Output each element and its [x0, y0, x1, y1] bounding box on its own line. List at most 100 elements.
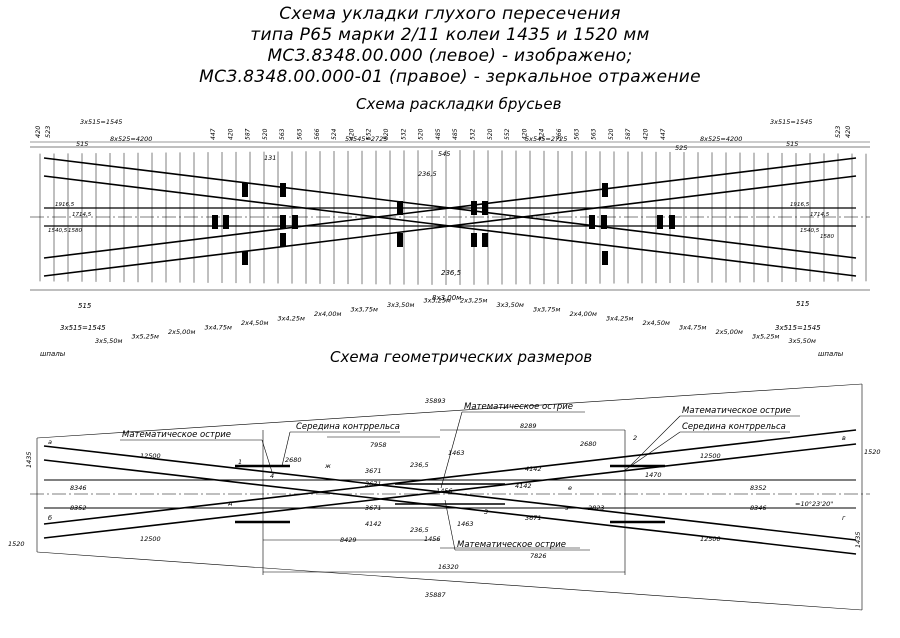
- title-line-2: типа Р65 марки 2/11 колеи 1435 и 1520 мм: [250, 25, 650, 45]
- point-letter-z: з: [565, 504, 569, 512]
- top-dimension-number: 520: [608, 128, 615, 140]
- math-tip-top-center-label: Математическое острие: [464, 402, 573, 412]
- dim-236-5-top: 236,5: [410, 461, 429, 469]
- dim-4142-c: 4142: [365, 520, 382, 528]
- node-number-4: 4: [270, 472, 274, 480]
- top-dimension-number: 420: [348, 128, 355, 140]
- beam-group-label: 3x4,25м: [278, 314, 305, 322]
- guard-mid-right-label: Середина контррельса: [682, 422, 786, 432]
- layout-sleepers-right-label: шпалы: [818, 350, 844, 358]
- top-dimension-number: 587: [625, 128, 632, 140]
- layout-v420-left: 420: [34, 126, 42, 138]
- fastening-block: [223, 215, 229, 229]
- fastening-block: [471, 201, 477, 215]
- guard-mid-left-label: Середина контррельса: [296, 422, 400, 432]
- geometry-rails: [43, 429, 857, 555]
- fastening-block: [280, 215, 286, 229]
- top-dimension-number: 587: [245, 128, 252, 140]
- layout-v525: 525: [675, 144, 687, 152]
- beam-group-label: 3x3,50м: [387, 301, 414, 309]
- layout-sleepers-left-label: шпалы: [40, 350, 66, 358]
- fastening-block: [242, 251, 248, 265]
- top-dimension-number: 563: [573, 128, 580, 140]
- dim-12500-bl: 12500: [140, 535, 161, 543]
- beam-group-label: 3x4,75м: [205, 323, 232, 331]
- math-tip-left-label: Математическое острие: [122, 430, 231, 440]
- layout-center-right-dim: 5x545=2725: [525, 135, 567, 143]
- layout-side-right-4: 1580: [820, 234, 834, 240]
- fastening-block: [397, 201, 403, 215]
- dim-1456-b: 1456: [424, 535, 441, 543]
- layout-v523-left: 523: [44, 126, 52, 138]
- dim-8346-right: 8346: [750, 504, 767, 512]
- dim-3671-b: 3671: [365, 480, 382, 488]
- dim-1470: 1470: [645, 471, 662, 479]
- fastening-block: [589, 215, 595, 229]
- top-dimension-number: 563: [279, 128, 286, 140]
- beam-group-label: 3x4,25м: [606, 314, 633, 322]
- layout-bottom-left-sleepers: 3x515=1545: [60, 324, 106, 332]
- dim-12500-br: 12500: [700, 535, 721, 543]
- layout-bottom-texts: 236,5 8x3,00м 515 515 3x515=1545 3x515=1…: [40, 269, 844, 358]
- layout-v515-right: 515: [786, 140, 798, 148]
- beam-group-label: 3x5,25м: [752, 332, 779, 340]
- layout-v545: 545: [438, 150, 450, 158]
- point-letter-v: в: [842, 434, 846, 442]
- top-dimension-number: 566: [314, 128, 321, 140]
- layout-blocks: [212, 183, 675, 265]
- top-dimension-number: 552: [504, 128, 511, 140]
- dim-1520-left: 1520: [8, 540, 25, 548]
- node-number-3: 3: [484, 508, 488, 516]
- dim-16320: 16320: [438, 563, 459, 571]
- top-dimension-number: 520: [262, 128, 269, 140]
- beam-group-label: 2x3,25м: [460, 296, 487, 304]
- layout-side-left-1: 1916,5: [55, 202, 75, 208]
- geometry-scheme-title: Схема геометрических размеров: [330, 348, 593, 366]
- dim-7826: 7826: [530, 552, 547, 560]
- point-letter-a: a: [48, 438, 52, 446]
- geometry-overall-dims: [36, 383, 863, 611]
- geometry-point-letters: a б в г д e ж з 1 2 3 4: [48, 434, 846, 522]
- dim-overall-top: 35893: [425, 397, 446, 405]
- layout-rails: [43, 157, 857, 277]
- math-tip-right-label: Математическое острие: [682, 406, 791, 416]
- layout-scheme-title: Схема раскладки брусьев: [356, 95, 562, 113]
- title-line-1: Схема укладки глухого пересечения: [279, 4, 621, 24]
- point-letter-g: г: [842, 514, 846, 522]
- fastening-block: [280, 233, 286, 247]
- beam-group-label: 3x5,50м: [789, 337, 816, 345]
- top-dimension-number: 520: [383, 128, 390, 140]
- layout-beam-labels: 3x5,50м3x5,25м2x5,00м3x4,75м2x4,50м3x4,2…: [95, 296, 816, 345]
- dim-12500-tr: 12500: [700, 452, 721, 460]
- dim-8352-left: 8352: [70, 504, 87, 512]
- beam-group-label: 2x5,00м: [168, 328, 195, 336]
- fastening-block: [602, 251, 608, 265]
- beam-group-label: 3x3,25м: [424, 296, 451, 304]
- layout-center-left-dim: 5x545=2725: [345, 135, 387, 143]
- fastening-block: [482, 233, 488, 247]
- fastening-block: [242, 183, 248, 197]
- top-dimension-number: 485: [435, 128, 442, 140]
- geometry-scheme: Математическое острие Середина контррель…: [8, 383, 881, 611]
- layout-scheme: 3x515=1545 3x515=1545 8x525=4200 8x525=4…: [30, 118, 870, 358]
- layout-center-gap-dim: 236,5: [418, 170, 437, 178]
- dim-4142-b: 4142: [515, 482, 532, 490]
- layout-top-texts: 3x515=1545 3x515=1545 8x525=4200 8x525=4…: [34, 118, 852, 178]
- layout-side-left-2: 1714,5: [72, 212, 92, 218]
- top-dimension-number: 447: [660, 128, 667, 140]
- point-letter-zh: ж: [324, 462, 331, 470]
- layout-side-right-3: 1540,5: [800, 228, 820, 234]
- dim-8346-left: 8346: [70, 484, 87, 492]
- layout-bottom-v515-right: 515: [796, 300, 810, 308]
- fastening-block: [471, 233, 477, 247]
- point-letter-d: д: [227, 499, 233, 507]
- beam-group-label: 3x4,75м: [679, 323, 706, 331]
- dim-3671-a: 3671: [365, 467, 382, 475]
- fastening-block: [602, 183, 608, 197]
- top-dimension-number: 420: [643, 128, 650, 140]
- beam-group-label: 3x5,50м: [95, 337, 122, 345]
- top-dimension-number: 447: [210, 128, 217, 140]
- dim-12500-tl: 12500: [140, 452, 161, 460]
- beam-group-label: 3x3,75м: [533, 305, 560, 313]
